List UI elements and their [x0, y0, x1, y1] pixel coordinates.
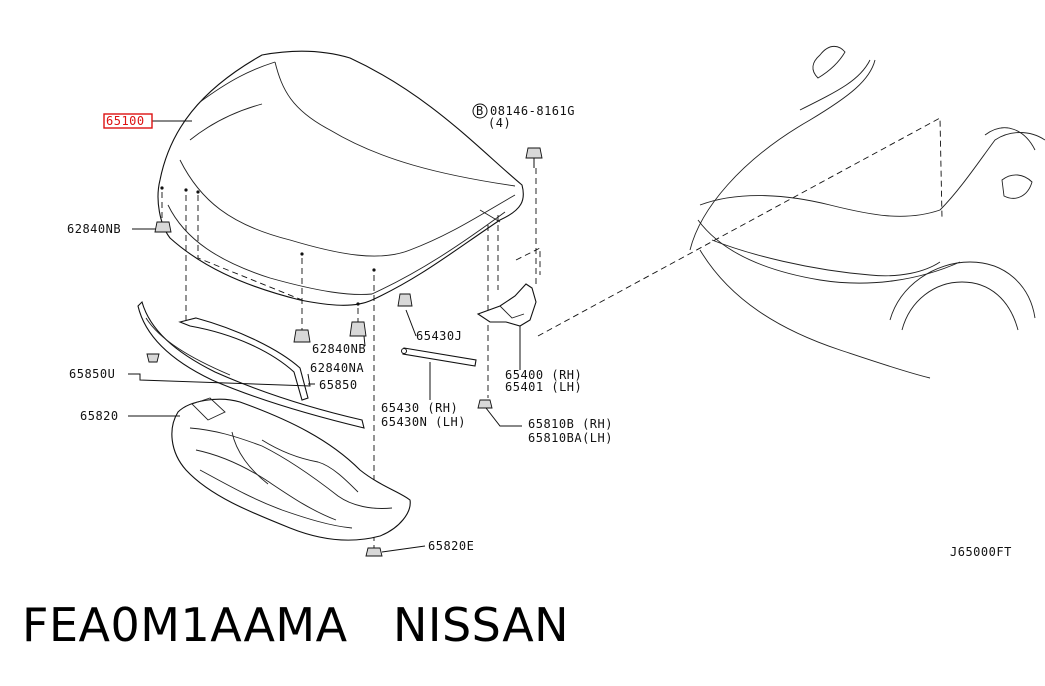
callout-labels: 65100 B 08146-8161G (4) 62840NB 62840NB …	[67, 103, 1012, 559]
assembly-lines	[161, 117, 943, 548]
label-clip-65850u: 65850U	[69, 367, 115, 381]
hood-panel	[157, 50, 524, 306]
label-insulator: 65820	[80, 409, 119, 423]
label-bumper-na: 62840NA	[310, 361, 364, 375]
leader-lines	[128, 120, 522, 553]
caption-part-code: FEA0M1AAMA	[22, 598, 348, 652]
clip-65850u	[146, 353, 160, 363]
label-bumper-nb-right: 62840NB	[312, 342, 366, 356]
rubber-stopper	[477, 399, 493, 409]
label-bolt-spec: 08146-8161G	[490, 104, 575, 118]
bumper-na	[349, 321, 367, 337]
hood-studs	[160, 186, 376, 306]
vehicle-silhouette	[689, 45, 1045, 379]
hood-insulator	[171, 397, 411, 541]
label-hinge-rh: 65400 (RH)	[505, 368, 582, 382]
side-seal	[178, 317, 309, 401]
label-stay-lh: 65430N (LH)	[381, 415, 466, 429]
label-bumper-nb-left: 62840NB	[67, 222, 121, 236]
label-seal: 65850	[319, 378, 358, 392]
label-rubber-rh: 65810B (RH)	[528, 417, 613, 431]
bolt-marker-circle	[472, 103, 488, 119]
label-bolt-qty: (4)	[488, 116, 511, 130]
figure-code: J65000FT	[950, 545, 1012, 559]
bumper-nb-right	[293, 329, 311, 343]
label-stay-clip: 65430J	[416, 329, 462, 343]
hood-hinge	[476, 283, 537, 327]
bolt-marker: B	[476, 104, 484, 118]
label-stay-rh: 65430 (RH)	[381, 401, 458, 415]
label-hinge-lh: 65401 (LH)	[505, 380, 582, 394]
hood-stay	[401, 347, 477, 367]
hood-panel-highlight	[103, 113, 153, 129]
caption: FEA0M1AAMA NISSAN	[22, 598, 569, 652]
clip-bottom	[365, 547, 383, 557]
bumper-nb-left	[154, 221, 172, 233]
stay-clip	[397, 293, 413, 307]
label-hood-panel: 65100	[106, 114, 145, 128]
front-seal	[137, 300, 365, 429]
label-clip-bottom: 65820E	[428, 539, 474, 553]
label-rubber-lh: 65810BA(LH)	[528, 431, 613, 445]
caption-brand: NISSAN	[392, 598, 570, 652]
caption-gap	[348, 598, 393, 652]
bolt-top	[525, 147, 543, 168]
